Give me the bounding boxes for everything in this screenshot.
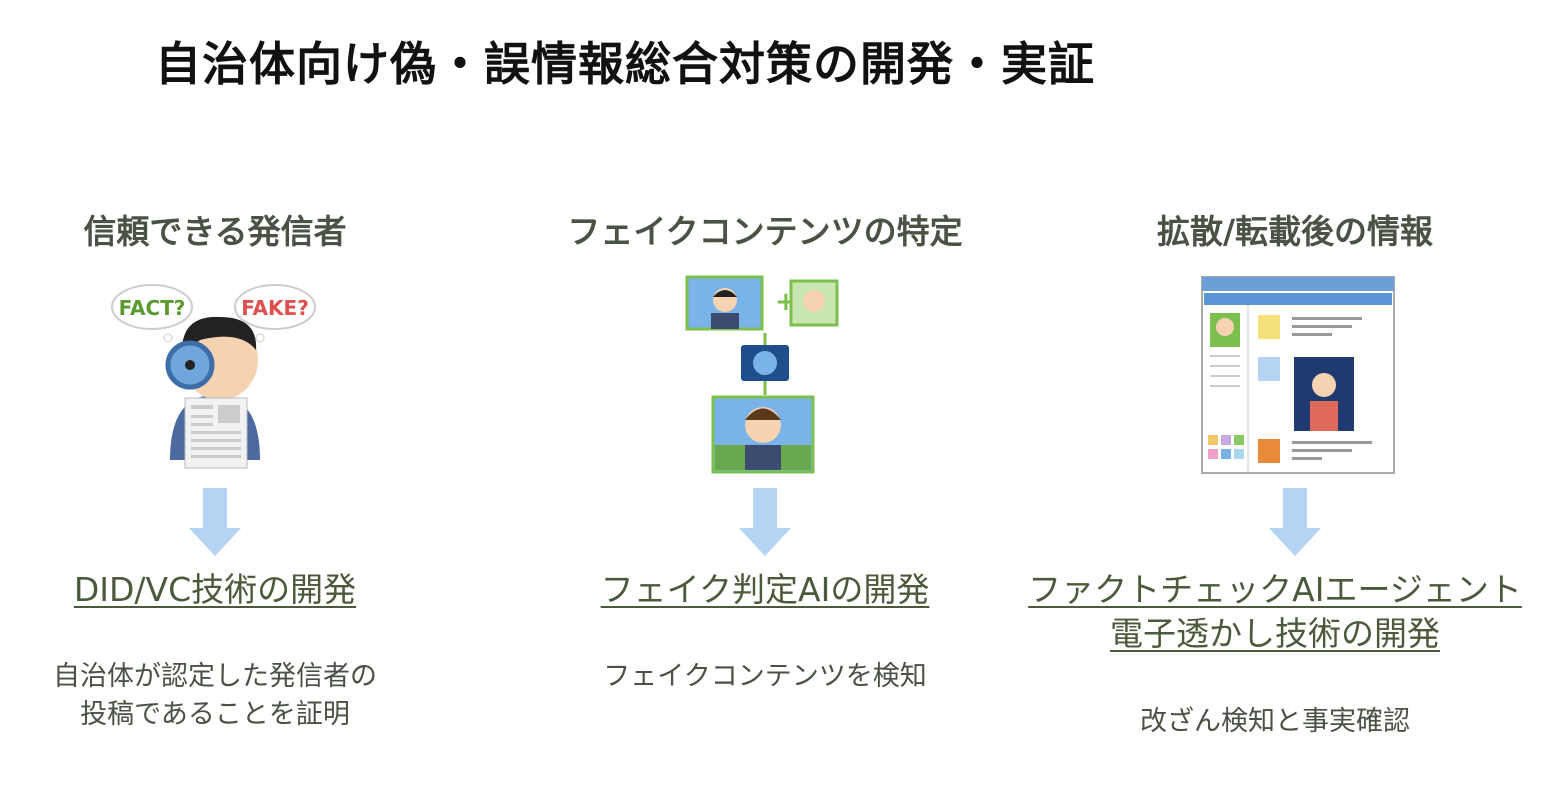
tech-digital-watermark: 電子透かし技術の開発 xyxy=(1110,614,1440,653)
tech-did-vc: DID/VC技術の開発 xyxy=(73,570,357,609)
tech-label: フェイク判定AIの開発 xyxy=(465,568,1065,612)
page-title: 自治体向け偽・誤情報総合対策の開発・実証 xyxy=(155,37,1095,91)
tech-label: DID/VC技術の開発 xyxy=(0,568,515,612)
sns-browser-icon xyxy=(1201,276,1395,474)
desc-line: 自治体が認定した発信者の xyxy=(53,661,377,692)
column-description: フェイクコンテンツを検知 xyxy=(465,658,1065,696)
column-heading: 信頼できる発信者 xyxy=(83,212,347,251)
person-magnifier-icon: FACT? FAKE? xyxy=(111,284,316,469)
column-description: 改ざん検知と事実確認 xyxy=(975,703,1559,741)
tech-factcheck-ai-agent: ファクトチェックAIエージェント xyxy=(1028,570,1522,609)
fake-bubble-text: FAKE? xyxy=(241,296,309,320)
column-description: 自治体が認定した発信者の 投稿であることを証明 xyxy=(0,658,515,734)
down-arrow-icon xyxy=(1269,488,1321,556)
tech-fake-detection-ai: フェイク判定AIの開発 xyxy=(600,570,930,609)
column-heading: 拡散/転載後の情報 xyxy=(1156,212,1434,251)
desc-line: 改ざん検知と事実確認 xyxy=(1140,706,1410,737)
column-heading: フェイクコンテンツの特定 xyxy=(567,212,963,251)
desc-line: フェイクコンテンツを検知 xyxy=(603,661,927,692)
face-swap-ai-icon: + xyxy=(685,275,839,474)
fact-bubble-text: FACT? xyxy=(119,296,186,320)
down-arrow-icon xyxy=(189,488,241,556)
desc-line: 投稿であることを証明 xyxy=(80,699,350,730)
tech-label: ファクトチェックAIエージェント 電子透かし技術の開発 xyxy=(975,568,1559,656)
down-arrow-icon xyxy=(739,488,791,556)
